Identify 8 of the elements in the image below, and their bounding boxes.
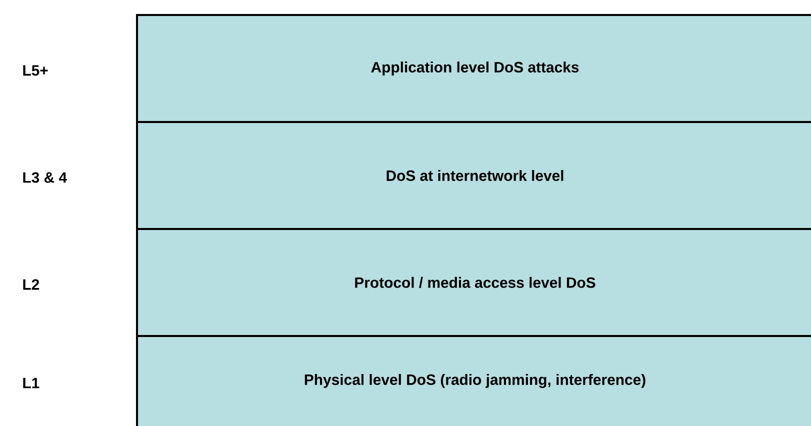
layer-label: L3 & 4 (23, 172, 67, 183)
layer-box: Protocol / media access level DoS (136, 228, 811, 337)
layer-box: Physical level DoS (radio jamming, interference) (136, 335, 811, 426)
layer-label: L5+ (23, 65, 48, 76)
layer-box: Application level DoS attacks (136, 14, 811, 123)
layer-label: L1 (23, 378, 40, 388)
layer-label: L2 (23, 279, 40, 290)
layer-box: DoS at internetwork level (136, 121, 811, 230)
